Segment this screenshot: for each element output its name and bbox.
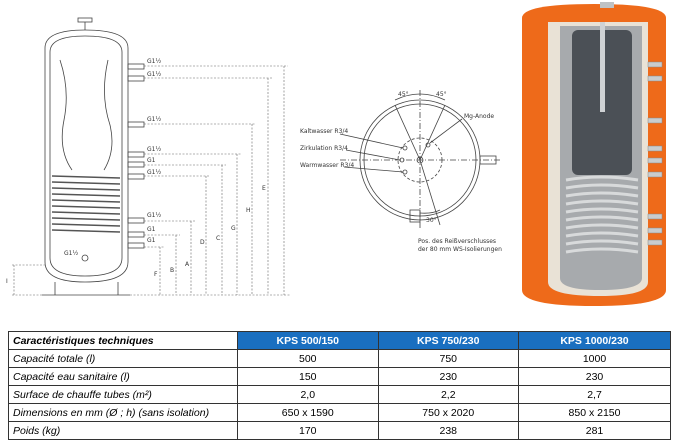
tank-dimension-drawing	[42, 17, 130, 296]
connection-label: G1	[147, 237, 156, 244]
cell-value: 1000	[518, 349, 671, 368]
cell-value: 150	[237, 367, 379, 386]
connection-stubs	[81, 63, 145, 262]
row-label: Poids (kg)	[8, 421, 238, 440]
connection-label: G1½	[147, 116, 161, 123]
connection-label: G1½	[147, 169, 161, 176]
connection-label: G1	[147, 226, 156, 233]
connection-label: G1½	[147, 58, 161, 65]
cell-value: 230	[518, 367, 671, 386]
dimension-letter: C	[216, 235, 220, 242]
row-label: Surface de chauffe tubes (m²)	[8, 385, 238, 404]
heating-coil	[51, 175, 121, 233]
dimension-letter: B	[170, 267, 174, 274]
table-row: Surface de chauffe tubes (m²) 2,0 2,2 2,…	[8, 385, 671, 404]
angle-label: 45°	[398, 91, 409, 98]
connection-labels: G1½ G1½ G1½ G1½ G1 G1½ G1½ G1 G1 G1½	[64, 58, 161, 257]
table-header-model: KPS 750/230	[377, 331, 519, 350]
dimension-letters: I F B A D C G H E	[6, 185, 266, 285]
table-row: Dimensions en mm (Ø ; h) (sans isolation…	[8, 403, 671, 422]
table-row: Capacité totale (l) 500 750 1000	[8, 349, 671, 368]
warm-water-label: Warmwasser R3/4	[300, 162, 354, 169]
cell-value: 750	[377, 349, 519, 368]
cold-water-label: Kaltwasser R3/4	[300, 128, 348, 135]
cell-value: 850 x 2150	[518, 403, 671, 422]
zipper-note: Pos. des Reißverschlusses	[418, 238, 496, 245]
cell-value: 170	[237, 421, 379, 440]
connection-label: G1½	[147, 212, 161, 219]
table-header-title: Caractéristiques techniques	[8, 331, 238, 350]
dimension-letter: D	[200, 239, 205, 246]
cell-value: 2,2	[377, 385, 519, 404]
zipper-note: der 80 mm WS-Isolierungen	[418, 246, 502, 253]
drawings-area: G1½ G1½ G1½ G1½ G1 G1½ G1½ G1 G1 G1½ I F…	[6, 2, 666, 306]
dimension-letter: I	[6, 278, 8, 285]
mg-anode-label: Mg-Anode	[464, 113, 494, 120]
top-view-labels: Kaltwasser R3/4 Zirkulation R3/4 Warmwas…	[300, 91, 502, 253]
dimension-letter: H	[246, 207, 251, 214]
cell-value: 750 x 2020	[377, 403, 519, 422]
angle-label: 45°	[436, 91, 447, 98]
dimension-letter: F	[154, 271, 158, 278]
dimension-letter: G	[231, 225, 236, 232]
table-row: Poids (kg) 170 238 281	[8, 421, 671, 440]
row-label: Dimensions en mm (Ø ; h) (sans isolation…	[8, 403, 238, 422]
connection-label: G1½	[64, 250, 78, 257]
cell-value: 230	[377, 367, 519, 386]
cell-value: 238	[377, 421, 519, 440]
cell-value: 500	[237, 349, 379, 368]
connection-label: G1	[147, 157, 156, 164]
row-label: Capacité totale (l)	[8, 349, 238, 368]
table-header-model: KPS 1000/230	[518, 331, 671, 350]
top-view-drawing	[339, 90, 500, 230]
technical-drawings: G1½ G1½ G1½ G1½ G1 G1½ G1½ G1 G1 G1½ I F…	[6, 2, 666, 306]
dimension-lines	[12, 65, 290, 296]
row-label: Capacité eau sanitaire (l)	[8, 367, 238, 386]
dimension-letter: A	[185, 261, 190, 268]
cell-value: 650 x 1590	[237, 403, 379, 422]
table-header-model: KPS 500/150	[237, 331, 379, 350]
connection-label: G1½	[147, 146, 161, 153]
circulation-label: Zirkulation R3/4	[300, 145, 348, 152]
dimension-letter: E	[262, 185, 266, 192]
cell-value: 2,0	[237, 385, 379, 404]
connection-label: G1½	[147, 71, 161, 78]
angle-label: 30°	[426, 217, 437, 224]
cell-value: 2,7	[518, 385, 671, 404]
table-header-row: Caractéristiques techniques KPS 500/150 …	[8, 331, 671, 350]
cell-value: 281	[518, 421, 671, 440]
technical-specs-table: Caractéristiques techniques KPS 500/150 …	[8, 331, 671, 440]
table-row: Capacité eau sanitaire (l) 150 230 230	[8, 367, 671, 386]
tank-cutaway-illustration	[522, 2, 666, 306]
